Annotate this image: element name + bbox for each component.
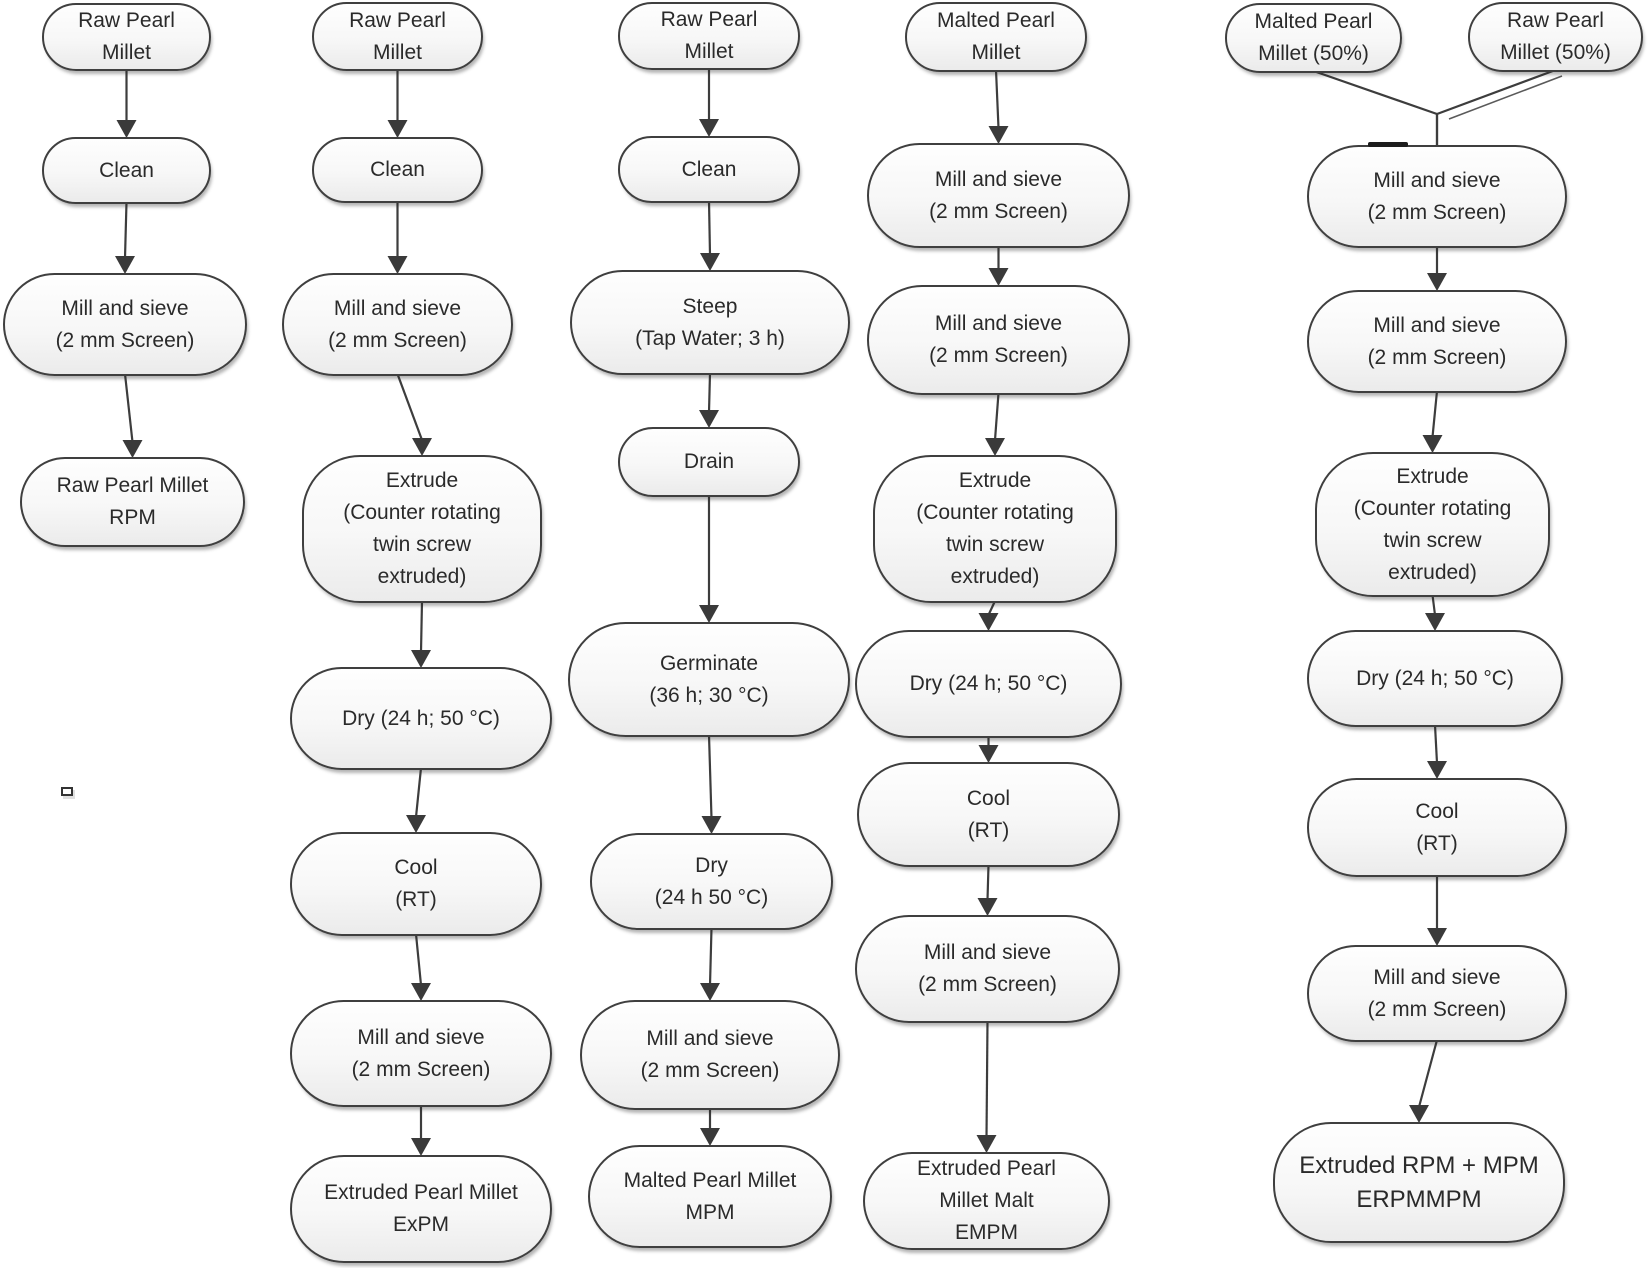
flow-node-n2a: Raw Pearl Millet [312, 2, 483, 71]
edge-line [396, 373, 424, 441]
flow-node-n4h: Extruded Pearl Millet Malt EMPM [863, 1152, 1110, 1250]
flow-node-n3h: Malted Pearl Millet MPM [588, 1145, 832, 1248]
flow-node-n5d: Mill and sieve (2 mm Screen) [1307, 290, 1567, 393]
flow-node-n4e: Dry (24 h; 50 °C) [855, 630, 1122, 738]
flow-node-n1c: Mill and sieve (2 mm Screen) [3, 273, 247, 376]
edge-arrowhead [1427, 761, 1447, 779]
edge-arrowhead [976, 1135, 997, 1153]
ink-mark-artifact [1368, 142, 1408, 147]
edge-arrowhead [411, 983, 431, 1001]
edge-arrowhead [988, 268, 1009, 286]
flow-node-n2b: Clean [312, 137, 483, 203]
edge-arrowhead [115, 256, 135, 274]
flow-node-n1b: Clean [42, 137, 211, 204]
edge-line [707, 734, 713, 819]
flow-node-n4f: Cool (RT) [857, 762, 1120, 867]
edge-arrowhead [985, 438, 1005, 456]
edge-arrowhead [1409, 1105, 1429, 1123]
edge-line [123, 201, 128, 259]
edge-line [1433, 724, 1439, 764]
flow-node-n2c: Mill and sieve (2 mm Screen) [282, 273, 513, 376]
edge-arrowhead [700, 1128, 720, 1146]
flow-node-n5b: Raw Pearl Millet (50%) [1468, 2, 1643, 72]
edge-arrowhead [978, 745, 999, 763]
edge-arrowhead [700, 253, 720, 271]
flow-node-n2h: Extruded Pearl Millet ExPM [290, 1155, 552, 1263]
edge-line [994, 69, 1000, 129]
edge-arrowhead [122, 440, 143, 458]
merge-line-artifact [1448, 75, 1563, 120]
edge-line [414, 767, 423, 818]
flow-node-n2f: Cool (RT) [290, 832, 542, 936]
edge-arrowhead [988, 126, 1009, 144]
edge-arrowhead [387, 120, 408, 138]
edge-arrowhead [978, 613, 999, 631]
edge-arrowhead [406, 815, 426, 833]
edge-line [414, 933, 423, 986]
flow-node-n5g: Cool (RT) [1307, 778, 1567, 877]
flow-node-n4b: Mill and sieve (2 mm Screen) [867, 143, 1130, 248]
edge-line [1417, 1039, 1439, 1108]
edge-arrowhead [1427, 273, 1447, 291]
edge-arrowhead [411, 1138, 431, 1156]
edge-line [708, 927, 713, 986]
flow-node-n3b: Clean [618, 136, 800, 203]
flow-node-n2g: Mill and sieve (2 mm Screen) [290, 1000, 552, 1107]
edge-line [707, 372, 712, 413]
flow-node-n2d: Extrude (Counter rotating twin screw ext… [302, 455, 542, 603]
edge-arrowhead [387, 256, 408, 274]
flow-node-n5i: Extruded RPM + MPM ERPMMPM [1273, 1122, 1565, 1243]
edge-line [1431, 390, 1439, 438]
flow-node-n5a: Malted Pearl Millet (50%) [1225, 3, 1402, 73]
edge-arrowhead [700, 983, 720, 1001]
edge-line [993, 392, 1000, 441]
edge-arrowhead [699, 605, 719, 623]
flow-node-n3e: Germinate (36 h; 30 °C) [568, 622, 850, 737]
flow-node-n1d: Raw Pearl Millet RPM [20, 457, 245, 547]
flow-node-n3f: Dry (24 h 50 °C) [590, 833, 833, 930]
merge-line [1436, 68, 1556, 116]
flow-node-n5e: Extrude (Counter rotating twin screw ext… [1315, 452, 1550, 597]
edge-arrowhead [1427, 928, 1447, 946]
flow-node-n4c: Mill and sieve (2 mm Screen) [867, 285, 1130, 395]
edge-arrowhead [411, 650, 431, 668]
flow-node-n3g: Mill and sieve (2 mm Screen) [580, 1000, 840, 1110]
edge-arrowhead [1425, 613, 1445, 631]
stray-square-artifact [61, 787, 73, 796]
flow-node-n2e: Dry (24 h; 50 °C) [290, 667, 552, 770]
flow-node-n5c: Mill and sieve (2 mm Screen) [1307, 145, 1567, 248]
edge-line [707, 200, 712, 256]
edge-line [986, 864, 990, 901]
flow-node-n3a: Raw Pearl Millet [618, 2, 800, 70]
edge-line [1431, 594, 1437, 616]
edge-line [123, 373, 134, 443]
flow-node-n1a: Raw Pearl Millet [42, 3, 211, 71]
edge-arrowhead [699, 410, 719, 428]
flow-node-n4a: Malted Pearl Millet [905, 2, 1087, 72]
flow-node-n5h: Mill and sieve (2 mm Screen) [1307, 945, 1567, 1042]
edge-arrowhead [116, 120, 137, 138]
edge-arrowhead [701, 816, 722, 834]
edge-line [419, 600, 424, 653]
flow-node-n3d: Drain [618, 427, 800, 497]
merge-line [1313, 69, 1438, 116]
edge-arrowhead [977, 898, 998, 916]
edge-arrowhead [412, 438, 432, 456]
edge-line [985, 1020, 989, 1138]
edge-line [987, 600, 996, 616]
flow-node-n4d: Extrude (Counter rotating twin screw ext… [873, 455, 1117, 603]
flow-node-n3c: Steep (Tap Water; 3 h) [570, 270, 850, 375]
flow-node-n5f: Dry (24 h; 50 °C) [1307, 630, 1563, 727]
edge-arrowhead [1422, 435, 1443, 453]
edge-arrowhead [699, 119, 719, 137]
flow-node-n4g: Mill and sieve (2 mm Screen) [855, 915, 1120, 1023]
